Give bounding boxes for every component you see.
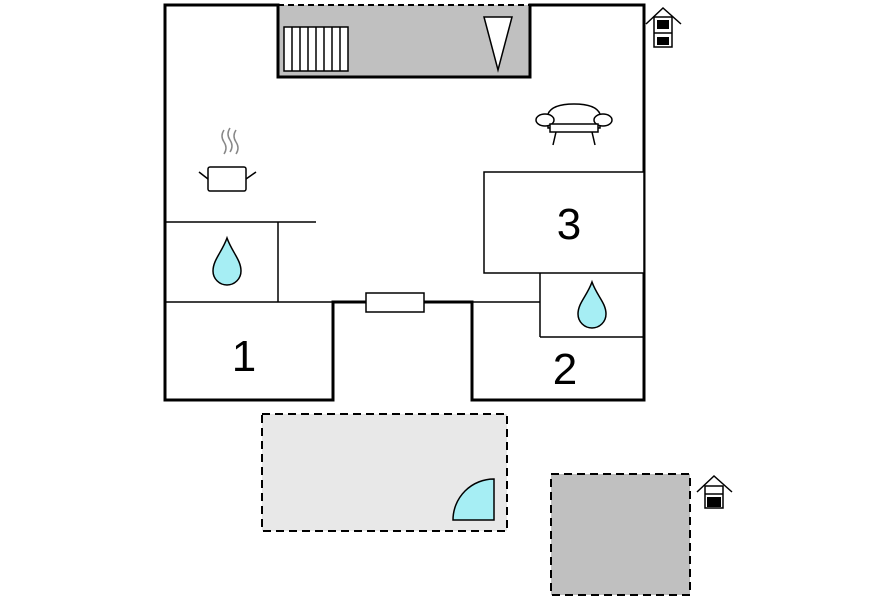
cooking-pot-icon (198, 127, 257, 192)
water-drop-icon (577, 279, 607, 329)
sofa-icon (535, 103, 613, 146)
outer-walls (163, 3, 646, 402)
window-element (365, 292, 425, 313)
room-label-1: 1 (232, 332, 256, 381)
parasol-icon (483, 16, 513, 73)
room-3-outline (483, 171, 645, 274)
shower-quarter-circle-icon (452, 478, 495, 521)
room-label-2: 2 (553, 345, 577, 394)
bathroom-right (472, 273, 644, 338)
water-drop-icon (212, 235, 242, 286)
bathroom-left (165, 222, 333, 303)
house-parking-icon (696, 474, 733, 509)
parking-area (550, 473, 691, 596)
room-label-3: 3 (557, 200, 581, 249)
staircase (283, 26, 349, 72)
house-parking-icon (645, 6, 682, 48)
